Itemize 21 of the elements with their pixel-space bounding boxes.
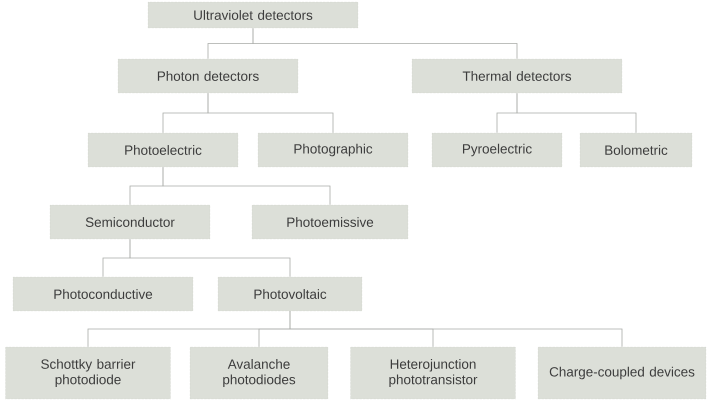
category-box: Photoelectric — [88, 132, 238, 168]
connector-line — [516, 92, 636, 134]
category-box: Schottky barrier photodiode — [5, 346, 171, 400]
category-box: Photon detectors — [118, 58, 298, 94]
category-box: Photoconductive — [12, 276, 194, 312]
category-box: Thermal detectors — [412, 58, 622, 94]
category-box: Pyroelectric — [432, 132, 562, 168]
connector-line — [290, 310, 622, 348]
category-box: Bolometric — [580, 132, 692, 168]
connector-line — [162, 166, 330, 206]
connector-line — [252, 28, 518, 60]
connector-line — [130, 238, 290, 278]
category-box: Avalanche photodiodes — [190, 346, 328, 400]
connector-line — [208, 92, 334, 134]
category-box: Charge-coupled devices — [538, 346, 706, 400]
category-box: Heterojunction phototransistor — [350, 346, 516, 400]
category-box: Photoemissive — [252, 204, 408, 240]
category-box: Semiconductor — [50, 204, 210, 240]
category-box: Photovoltaic — [218, 276, 362, 312]
category-box: Photographic — [258, 132, 408, 168]
category-box: Ultraviolet detectors — [148, 2, 358, 28]
